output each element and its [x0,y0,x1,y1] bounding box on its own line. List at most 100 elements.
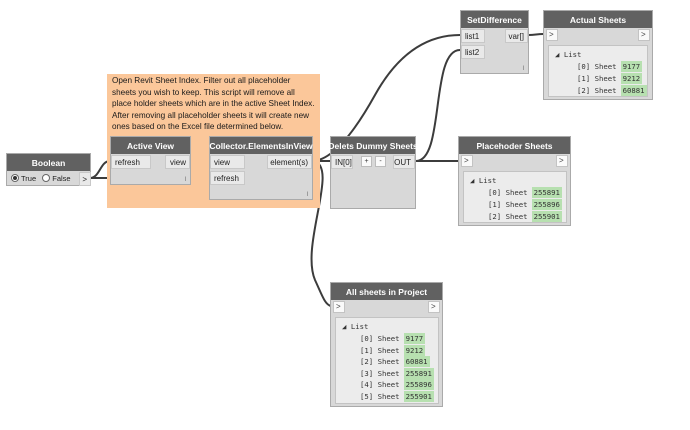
list-header: ◢ List [470,174,496,187]
collector-title: Collector.ElementsInView [209,137,313,154]
item-name: Sheet [505,188,528,197]
boolean-output-port[interactable]: > [79,172,91,186]
list-label: List [350,322,369,331]
placeholder-sheets-input-port[interactable]: > [461,155,473,167]
radio-unselected-icon [42,174,51,183]
delete-dummy-output-port[interactable]: OUT [393,155,415,169]
note-text: Open Revit Sheet Index. Filter out all p… [112,76,315,132]
collapse-icon[interactable]: ◢ [470,176,475,185]
item-index: [0] [360,334,374,343]
item-index: [5] [360,391,374,401]
false-radio[interactable]: False [42,174,71,183]
item-index: [2] [577,86,591,95]
collector-refresh-port[interactable]: refresh [210,171,245,185]
set-difference-list2-port[interactable]: list2 [461,45,485,59]
item-index: [0] [577,62,591,71]
all-sheets-node[interactable]: All sheets in Project > > ◢ List [0] She… [330,282,443,407]
all-sheets-output-port[interactable]: > [428,301,440,313]
item-index: [4] [360,380,374,389]
item-value: 255891 [403,367,434,379]
item-name: Sheet [594,74,617,83]
boolean-radio-group: True False [11,172,78,186]
item-value: 60881 [403,356,430,367]
item-name: Sheet [377,345,400,355]
remove-input-button[interactable]: - [375,156,386,167]
actual-sheets-output-port[interactable]: > [638,29,650,41]
wire-setdiff-to-actual [528,33,544,36]
collapse-icon[interactable]: ◢ [342,322,347,331]
item-value: 255896 [531,199,562,210]
actual-sheets-input-port[interactable]: > [546,29,558,41]
true-radio[interactable]: True [11,174,36,183]
list-label: List [563,50,582,59]
placeholder-sheets-title: Placehoder Sheets [459,137,570,154]
item-index: [1] [488,200,502,209]
set-difference-node[interactable]: SetDifference list1 list2 var[] l [460,10,529,74]
collector-node[interactable]: Collector.ElementsInView view refresh el… [209,136,313,200]
collector-lacing: l [306,192,308,198]
delete-dummy-sheets-node[interactable]: Delets Dummy Sheets IN[0] + - OUT [328,136,418,209]
item-name: Sheet [505,200,528,209]
item-value: 9212 [403,344,426,356]
delete-dummy-input-port[interactable]: IN[0] [331,155,353,169]
actual-sheets-title: Actual Sheets [544,11,652,28]
delete-dummy-title: Delets Dummy Sheets [328,137,418,154]
active-view-output-port[interactable]: view [165,155,190,169]
item-name: Sheet [377,357,400,366]
item-index: [1] [360,345,374,355]
set-difference-output-port[interactable]: var[] [505,29,528,43]
list-label: List [478,176,497,185]
item-value: 60881 [620,85,647,96]
item-index: [2] [488,212,502,221]
placeholder-sheets-output-port[interactable]: > [556,155,568,167]
item-value: 9177 [620,61,643,72]
set-difference-list1-port[interactable]: list1 [461,29,485,43]
item-index: [2] [360,357,374,366]
item-value: 9212 [620,73,643,84]
collapse-icon[interactable]: ◢ [555,50,560,59]
item-name: Sheet [377,391,400,401]
list-header: ◢ List [342,320,368,333]
item-name: Sheet [377,380,400,389]
collector-view-port[interactable]: view [210,155,245,169]
boolean-node[interactable]: Boolean True False > [6,153,91,186]
item-name: Sheet [594,86,617,95]
list-header: ◢ List [555,48,581,61]
all-sheets-input-port[interactable]: > [333,301,345,313]
active-view-refresh-port[interactable]: refresh [111,155,151,169]
collector-output-port[interactable]: element(s) [267,155,312,169]
item-value: 255901 [403,390,434,402]
wire-dummy-to-setdiff [415,49,461,162]
item-value: 255896 [403,379,434,390]
boolean-node-title: Boolean [7,154,90,171]
active-view-lacing: l [184,177,186,183]
item-value: 255891 [531,187,562,198]
item-index: [3] [360,368,374,378]
item-name: Sheet [377,334,400,343]
active-view-title: Active View [111,137,190,154]
all-sheets-title: All sheets in Project [331,283,442,300]
add-input-button[interactable]: + [361,156,372,167]
set-difference-lacing: l [522,66,524,72]
active-view-node[interactable]: Active View refresh view l [110,136,191,185]
item-value: 255901 [531,211,562,222]
item-value: 9177 [403,333,426,344]
false-label: False [52,174,71,183]
item-name: Sheet [377,368,400,378]
radio-selected-icon [11,174,19,183]
true-label: True [21,174,37,183]
